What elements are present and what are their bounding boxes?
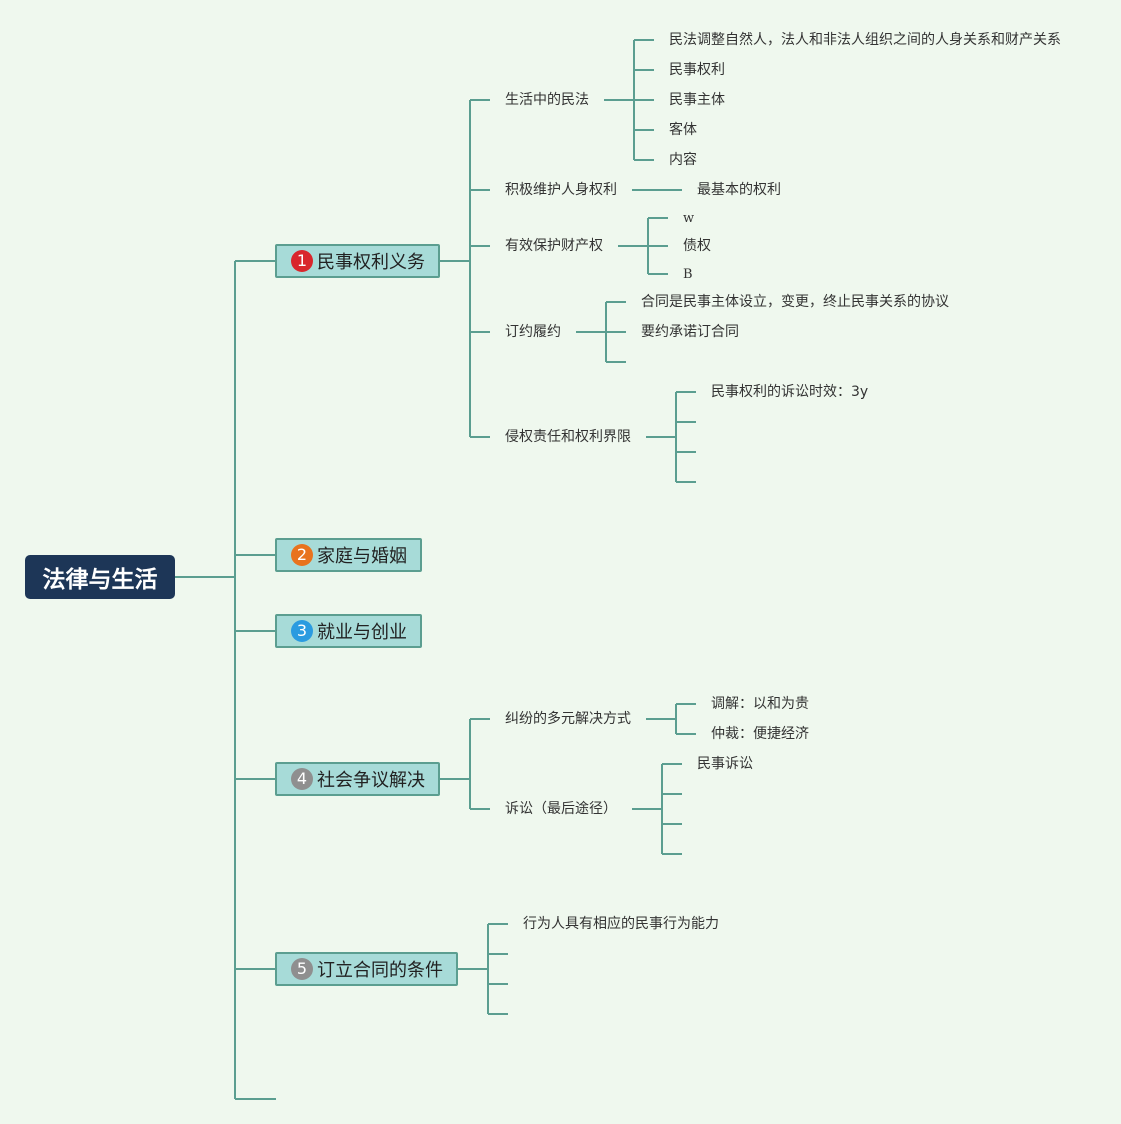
leaf-civil-litigation[interactable]: 民事诉讼	[697, 756, 753, 772]
topic-property-rights[interactable]: 有效保护财产权	[505, 238, 603, 254]
leaf-mediation[interactable]: 调解：以和为贵	[711, 696, 809, 712]
leaf-capacity[interactable]: 行为人具有相应的民事行为能力	[523, 916, 719, 932]
root-topic[interactable]: 法律与生活	[25, 555, 175, 599]
topic-dispute-methods[interactable]: 纠纷的多元解决方式	[505, 711, 631, 727]
number-badge: 5	[291, 958, 313, 980]
branch-label: 就业与创业	[317, 622, 407, 643]
leaf-creditor-right[interactable]: 债权	[683, 238, 711, 254]
leaf-content[interactable]: 内容	[669, 152, 697, 168]
branch-label: 民事权利义务	[317, 252, 425, 273]
number-badge: 3	[291, 620, 313, 642]
leaf-object[interactable]: 客体	[669, 122, 697, 138]
topic-personal-rights[interactable]: 积极维护人身权利	[505, 182, 617, 198]
topic-contract-performance[interactable]: 订约履约	[505, 324, 561, 340]
number-badge: 1	[291, 250, 313, 272]
branch-label: 订立合同的条件	[317, 960, 443, 981]
topic-civil-law-in-life[interactable]: 生活中的民法	[505, 92, 589, 108]
leaf-arbitration[interactable]: 仲裁：便捷经济	[711, 726, 809, 742]
leaf-civil-law-definition[interactable]: 民法调整自然人，法人和非法人组织之间的人身关系和财产关系	[669, 32, 1061, 48]
leaf-limitation-period[interactable]: 民事权利的诉讼时效：3y	[711, 384, 869, 400]
branch-contract-conditions[interactable]: 5 订立合同的条件	[275, 952, 458, 986]
branch-family-marriage[interactable]: 2 家庭与婚姻	[275, 538, 422, 572]
leaf-civil-subject[interactable]: 民事主体	[669, 92, 725, 108]
leaf-basic-right[interactable]: 最基本的权利	[697, 182, 781, 198]
topic-lawsuit[interactable]: 诉讼（最后途径）	[505, 801, 617, 817]
leaf-civil-rights[interactable]: 民事权利	[669, 62, 725, 78]
leaf-contract-definition[interactable]: 合同是民事主体设立，变更，终止民事关系的协议	[641, 294, 949, 310]
branch-label: 社会争议解决	[317, 770, 425, 791]
leaf-offer-acceptance[interactable]: 要约承诺订合同	[641, 324, 739, 340]
branch-dispute-resolution[interactable]: 4 社会争议解决	[275, 762, 440, 796]
branch-civil-rights[interactable]: 1 民事权利义务	[275, 244, 440, 278]
branch-employment[interactable]: 3 就业与创业	[275, 614, 422, 648]
topic-tort-liability[interactable]: 侵权责任和权利界限	[505, 429, 631, 445]
branch-label: 家庭与婚姻	[317, 546, 407, 567]
leaf-property-b[interactable]: B	[683, 267, 693, 282]
number-badge: 2	[291, 544, 313, 566]
number-badge: 4	[291, 768, 313, 790]
leaf-property-w[interactable]: w	[683, 211, 695, 226]
